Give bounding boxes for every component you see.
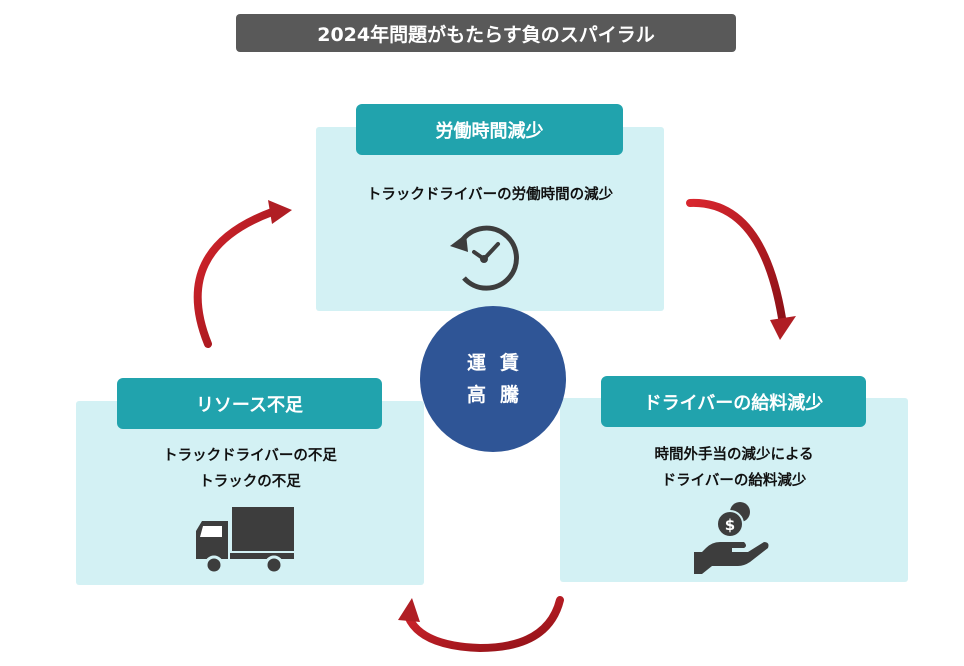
card-left-line-1: トラックドライバーの不足 xyxy=(163,448,337,464)
money-hand-icon: $ xyxy=(694,502,769,574)
card-right-header: ドライバーの給料減少 xyxy=(601,376,866,427)
card-top-line-1: トラックドライバーの労働時間の減少 xyxy=(366,187,614,203)
arrow-top-to-right xyxy=(686,198,796,340)
arrow-right-to-left xyxy=(398,596,564,653)
card-right-line-1: 時間外手当の減少による xyxy=(654,447,814,463)
card-right-line-2: ドライバーの給料減少 xyxy=(661,473,807,489)
card-right xyxy=(560,398,908,582)
card-left-line-2: トラックの不足 xyxy=(199,474,301,490)
center-circle: 運賃 高騰 xyxy=(420,306,566,452)
card-top xyxy=(316,127,664,311)
svg-text:$: $ xyxy=(725,516,735,534)
center-line-1: 運賃 xyxy=(466,352,533,374)
card-right-text: 時間外手当の減少による ドライバーの給料減少 xyxy=(560,442,908,494)
card-left-header: リソース不足 xyxy=(117,378,382,429)
card-top-text: トラックドライバーの労働時間の減少 xyxy=(316,182,664,208)
diagram-title: 2024年問題がもたらす負のスパイラル xyxy=(236,14,736,52)
card-left-text: トラックドライバーの不足 トラックの不足 xyxy=(76,443,424,495)
card-top-header: 労働時間減少 xyxy=(356,104,623,155)
arrow-left-to-top xyxy=(193,200,292,348)
clock-icon xyxy=(450,225,519,291)
truck-icon xyxy=(196,507,294,575)
center-line-2: 高騰 xyxy=(466,384,533,406)
